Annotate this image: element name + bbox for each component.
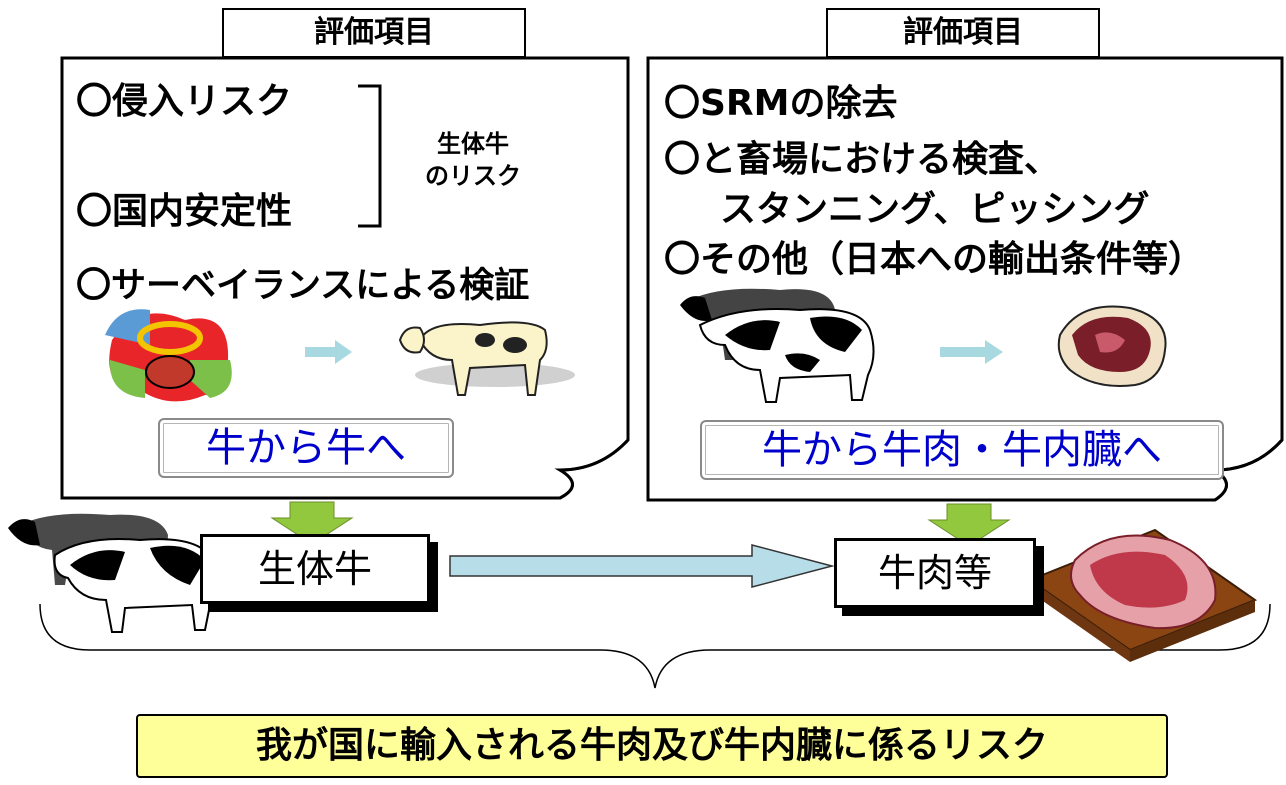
- horizontal-arrow: [449, 544, 835, 588]
- steak-image: [1057, 305, 1167, 387]
- right-item-stunning-pithing: スタンニング、ピッシング: [720, 189, 1150, 230]
- bracket-note-line-2: のリスク: [425, 162, 521, 190]
- right-tab: 評価項目: [826, 8, 1100, 58]
- right-down-arrow: [927, 503, 1011, 547]
- left-item-intrusion-risk: 〇侵入リスク: [76, 81, 293, 122]
- bracket-note: 生体牛 のリスク: [418, 128, 528, 192]
- left-small-arrow: [305, 340, 352, 364]
- left-item-domestic-stability: 〇国内安定性: [76, 191, 293, 232]
- beef-etc-box: 牛肉等: [834, 538, 1036, 608]
- right-flow-label: 牛から牛肉・牛内臓へ: [700, 420, 1224, 480]
- right-small-arrow: [940, 340, 1003, 364]
- left-down-arrow: [270, 501, 354, 545]
- right-item-srm-removal: 〇SRMの除去: [664, 83, 898, 124]
- left-item-surveillance: 〇サーベイランスによる検証: [76, 266, 530, 306]
- conclusion-box: 我が国に輸入される牛肉及び牛内臓に係るリスク: [136, 714, 1168, 778]
- right-item-slaughterhouse-inspection: 〇と畜場における検査、: [664, 139, 1061, 180]
- bracket: [358, 84, 382, 228]
- curly-brace: [39, 603, 1271, 689]
- sick-cow-image: [105, 309, 232, 402]
- right-item-other-conditions: 〇その他（日本への輸出条件等）: [664, 239, 1205, 280]
- live-cattle-box: 生体牛: [200, 534, 430, 604]
- meat-board-image: [1027, 528, 1258, 662]
- healthy-cow-image: [398, 321, 575, 396]
- cows-image-right: [680, 288, 875, 403]
- left-tab: 評価項目: [222, 8, 526, 58]
- bracket-note-line-1: 生体牛: [437, 130, 509, 158]
- cows-image-bottom-left: [8, 513, 217, 633]
- left-flow-label: 牛から牛へ: [158, 418, 454, 478]
